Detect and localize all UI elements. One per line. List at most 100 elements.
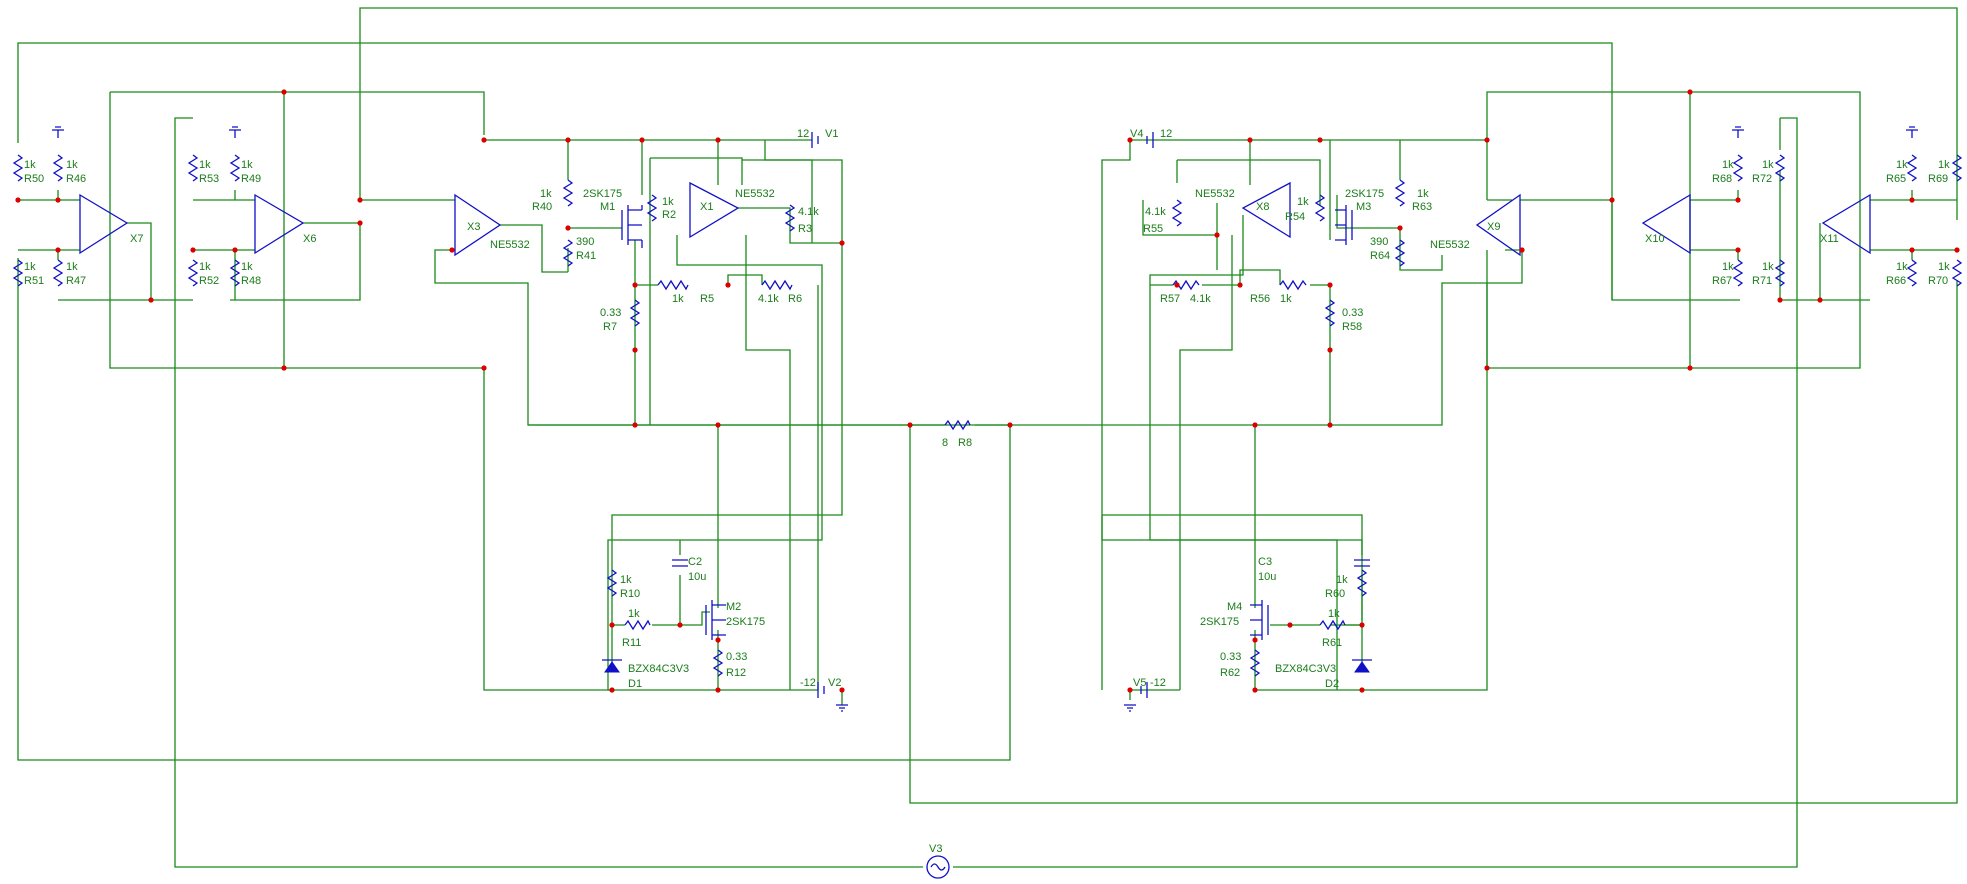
label-r64-value: 390 (1370, 236, 1388, 248)
r2-body (646, 194, 658, 222)
r62-body (1249, 649, 1261, 677)
wire-m3 (1329, 140, 1400, 240)
label-r71-ref: R71 (1752, 275, 1772, 287)
wire-x8-in (1149, 215, 1338, 690)
wire-v1-loop (611, 140, 843, 620)
label-r41-value: 390 (576, 236, 594, 248)
wire-v4 (1101, 140, 1131, 690)
m1-body (621, 205, 643, 248)
label-r41-ref: R41 (576, 250, 596, 262)
label-x9-model: NE5532 (1430, 239, 1470, 251)
junction-dot (1174, 282, 1180, 288)
label-r63-ref: R63 (1412, 201, 1432, 213)
resistor-icon (12, 154, 1963, 677)
label-v5-ref: V5 (1133, 677, 1146, 689)
r11-body (624, 619, 651, 631)
label-r62-ref: R62 (1220, 667, 1240, 679)
opamp-icon (79, 181, 1871, 257)
label-r68-ref: R68 (1712, 173, 1732, 185)
wire-left-box (110, 91, 485, 135)
wire-rail-top-right (1130, 139, 1488, 200)
label-v3-ref: V3 (929, 843, 942, 855)
wire-r40 (567, 140, 622, 229)
junction-dot (1909, 197, 1915, 203)
wire-r49-node (193, 190, 255, 201)
label-r72-value: 1k (1762, 159, 1774, 171)
label-r61-ref: R61 (1322, 637, 1342, 649)
junction-dot (1247, 137, 1253, 143)
mosfet-icon (621, 205, 1353, 640)
wire-x7-out (127, 222, 193, 301)
r10-body (606, 569, 618, 597)
wire-r63 (1399, 140, 1443, 271)
ac-voltage-source-icon (926, 855, 950, 879)
components (12, 126, 1963, 879)
capacitor-icon (672, 559, 1370, 567)
label-r46-ref: R46 (66, 173, 86, 185)
r60-body (1356, 569, 1368, 597)
gnd-r65 (1906, 126, 1918, 138)
label-r57-value: 4.1k (1190, 293, 1211, 305)
x9-body (1475, 193, 1521, 257)
label-x8-model: NE5532 (1195, 188, 1235, 200)
wire-x8-mid (1179, 140, 1251, 690)
label-r8-ref: R8 (958, 437, 972, 449)
gnd-v2 (836, 704, 848, 712)
wire-right-box (1486, 91, 1861, 369)
junction-dot (1484, 137, 1490, 143)
wire-m4-source (1254, 283, 1488, 691)
label-r69-ref: R69 (1928, 173, 1948, 185)
r7-body (629, 299, 641, 327)
junction-dot (1777, 297, 1783, 303)
zener-diode-icon (602, 659, 1372, 673)
junction-dot (1214, 232, 1220, 238)
junction-dot (1687, 89, 1693, 95)
label-r68-value: 1k (1722, 159, 1734, 171)
label-m2-model: 2SK175 (726, 616, 765, 628)
d1-body (604, 661, 620, 673)
r12-body (712, 649, 724, 677)
junction-dot (1359, 622, 1365, 628)
battery-icon (811, 132, 1154, 698)
label-m4-ref: M4 (1227, 601, 1242, 613)
m3-body (1335, 205, 1353, 245)
r70-body (1951, 259, 1963, 287)
resistor-icon (624, 279, 1346, 631)
junction-dot (1735, 247, 1741, 253)
junction-dot (1327, 422, 1333, 428)
r51-body (12, 259, 24, 287)
r41-body (562, 239, 574, 267)
label-r50-value: 1k (24, 159, 36, 171)
wire-r72 (1779, 118, 1820, 301)
label-r49-value: 1k (241, 159, 253, 171)
label-c3-value: 10u (1258, 571, 1276, 583)
label-d2-model: BZX84C3V3 (1275, 663, 1336, 675)
label-d2-ref: D2 (1325, 678, 1339, 690)
label-r52-value: 1k (199, 261, 211, 273)
label-v5-value: -12 (1150, 677, 1166, 689)
label-r12-ref: R12 (726, 667, 746, 679)
junction-dot (632, 282, 638, 288)
label-v4-ref: V4 (1130, 128, 1143, 140)
junction-dot (839, 240, 845, 246)
junction-dot (1252, 687, 1258, 693)
label-r2-ref: R2 (662, 209, 676, 221)
x1-body (689, 181, 740, 239)
junction-dot (907, 422, 913, 428)
label-d1-model: BZX84C3V3 (628, 663, 689, 675)
junction-dot (1237, 282, 1243, 288)
wires (17, 7, 1958, 868)
r68-body (1732, 154, 1744, 182)
junction-dot (1327, 347, 1333, 353)
m4-body (1250, 600, 1269, 640)
label-r69-value: 1k (1938, 159, 1950, 171)
r52-body (187, 259, 199, 287)
label-x1-ref: X1 (700, 201, 713, 213)
junction-dot (1252, 637, 1258, 643)
junction-dot (1609, 197, 1615, 203)
label-v4-value: 12 (1160, 128, 1172, 140)
label-r5-ref: R5 (700, 293, 714, 305)
label-r49-ref: R49 (241, 173, 261, 185)
wire-x6-out (230, 222, 361, 301)
label-x10-ref: X10 (1645, 233, 1665, 245)
